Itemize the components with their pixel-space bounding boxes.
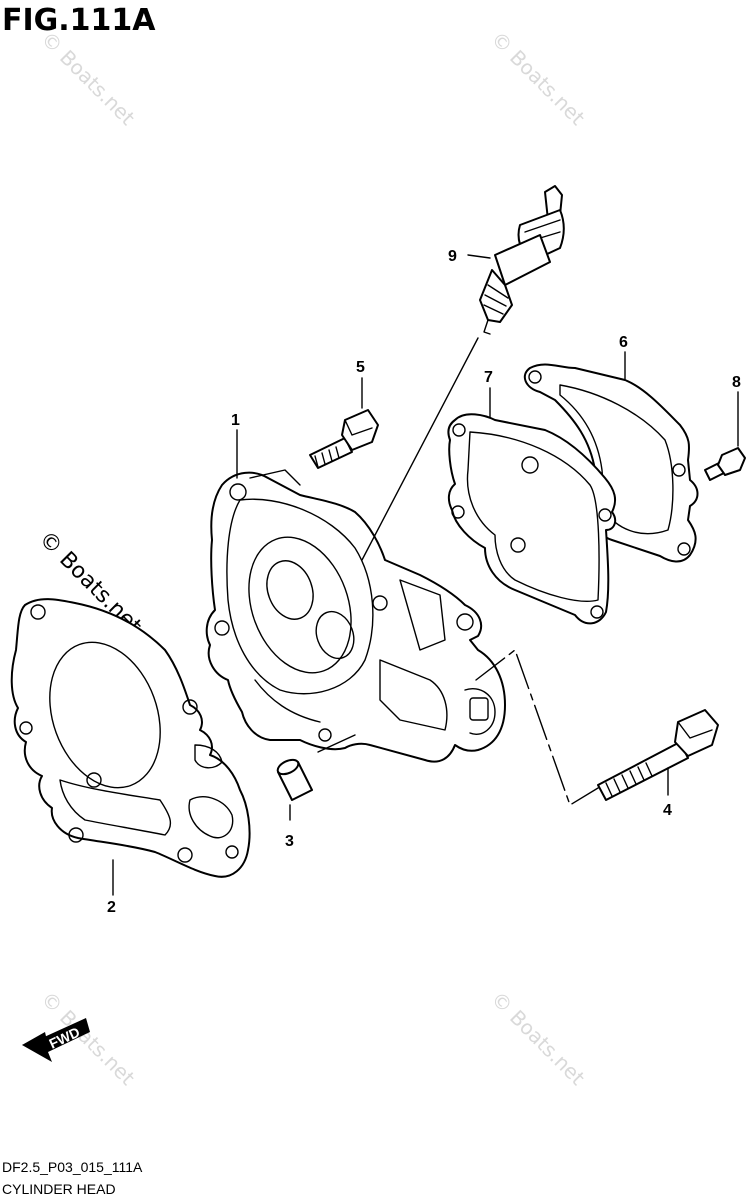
callout-8: 8	[732, 374, 741, 391]
part-3-dowel-pin[interactable]	[275, 734, 356, 821]
part-6-cover-plate[interactable]	[523, 363, 699, 563]
watermark-top-left: © Boats.net	[36, 27, 139, 130]
callout-9: 9	[448, 248, 457, 265]
part-7-gasket[interactable]	[447, 413, 617, 625]
callouts: 1 2 3 4 5 6 7 8 9	[107, 248, 741, 916]
part-5-bolt[interactable]	[309, 377, 379, 469]
callout-2: 2	[107, 899, 116, 916]
figure-code: DF2.5_P03_015_111A	[2, 1159, 143, 1175]
part-9-spark-plug[interactable]	[467, 185, 565, 335]
callout-5: 5	[356, 359, 365, 376]
watermark-top-right: © Boats.net	[486, 27, 589, 130]
part-1-cylinder-head[interactable]	[205, 469, 506, 763]
part-2-head-gasket[interactable]	[10, 598, 251, 878]
callout-4: 4	[663, 802, 672, 819]
callout-1: 1	[231, 412, 240, 429]
part-4-long-bolt[interactable]	[597, 709, 719, 801]
figure-title: FIG.111A	[2, 3, 156, 38]
leader-lines	[112, 337, 626, 896]
callout-3: 3	[285, 833, 294, 850]
fwd-label: FWD	[47, 1024, 83, 1052]
watermark-bottom-right: © Boats.net	[486, 987, 589, 1090]
part-8-small-bolt[interactable]	[704, 391, 746, 481]
callout-7: 7	[484, 369, 493, 386]
figure-name: CYLINDER HEAD	[2, 1181, 116, 1197]
callout-6: 6	[619, 334, 628, 351]
